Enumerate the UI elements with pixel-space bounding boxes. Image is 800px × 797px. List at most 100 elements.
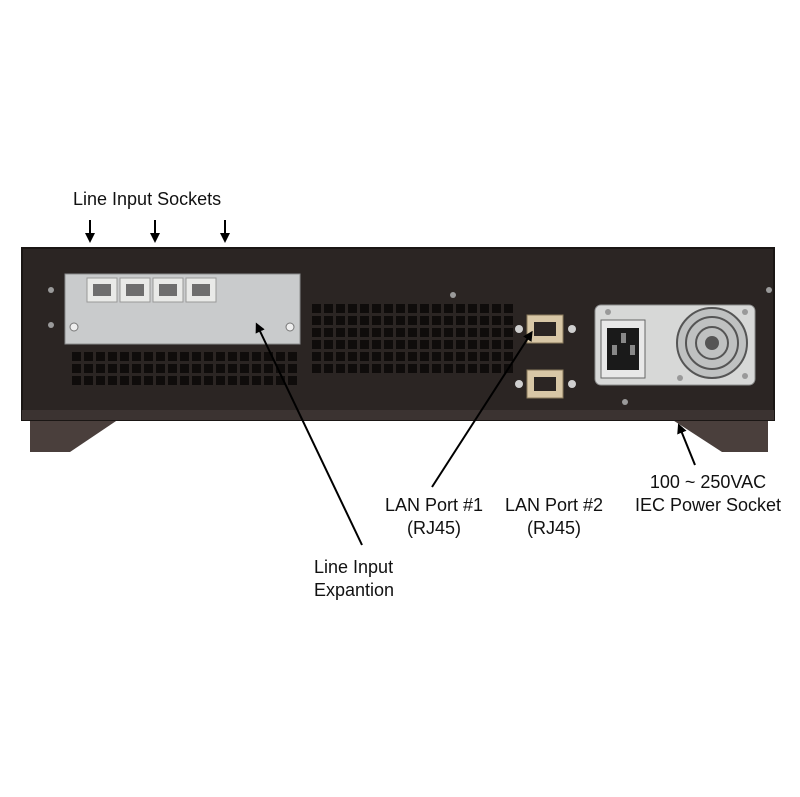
vent-hole <box>204 364 213 373</box>
vent-hole <box>420 304 429 313</box>
vent-hole <box>264 364 273 373</box>
vent-hole <box>84 376 93 385</box>
vent-hole <box>492 340 501 349</box>
chassis-screw <box>622 399 628 405</box>
vent-hole <box>72 364 81 373</box>
lan-port-1[interactable] <box>515 314 576 344</box>
vent-hole <box>144 376 153 385</box>
vent-hole <box>492 316 501 325</box>
vent-hole <box>180 364 189 373</box>
vent-hole <box>444 352 453 361</box>
vent-hole <box>96 376 105 385</box>
label-line-input-expansion-line1: Line Input <box>314 557 394 577</box>
vent-hole <box>168 376 177 385</box>
vent-hole <box>384 316 393 325</box>
line-socket-1[interactable] <box>86 277 118 303</box>
vent-hole <box>468 316 477 325</box>
chassis-screw <box>48 287 54 293</box>
vent-hole <box>288 376 297 385</box>
vent-hole <box>252 376 261 385</box>
vent-hole <box>408 304 417 313</box>
vent-hole <box>192 364 201 373</box>
label-lan-port-1-line2: (RJ45) <box>406 518 461 538</box>
vent-hole <box>432 328 441 337</box>
vent-hole <box>228 352 237 361</box>
line-socket-2-opening <box>126 284 144 296</box>
vent-hole <box>480 304 489 313</box>
ventilation-grid <box>72 304 513 385</box>
vent-hole <box>504 304 513 313</box>
vent-hole <box>480 340 489 349</box>
vent-hole <box>396 364 405 373</box>
vent-hole <box>372 304 381 313</box>
vent-hole <box>480 316 489 325</box>
vent-hole <box>468 340 477 349</box>
vent-hole <box>348 328 357 337</box>
vent-hole <box>396 340 405 349</box>
vent-hole <box>156 364 165 373</box>
vent-hole <box>336 328 345 337</box>
vent-hole <box>408 316 417 325</box>
chassis-screw <box>766 287 772 293</box>
vent-hole <box>96 352 105 361</box>
plate-screw <box>285 322 295 332</box>
vent-hole <box>456 304 465 313</box>
vent-hole <box>156 376 165 385</box>
vent-hole <box>432 316 441 325</box>
vent-hole <box>192 352 201 361</box>
vent-hole <box>336 352 345 361</box>
vent-hole <box>156 352 165 361</box>
vent-hole <box>432 352 441 361</box>
vent-hole <box>348 364 357 373</box>
vent-hole <box>420 316 429 325</box>
vent-hole <box>108 352 117 361</box>
vent-hole <box>180 376 189 385</box>
vent-hole <box>384 364 393 373</box>
vent-hole <box>444 304 453 313</box>
plate-screw <box>69 322 79 332</box>
vent-hole <box>84 352 93 361</box>
vent-hole <box>120 376 129 385</box>
vent-hole <box>312 340 321 349</box>
vent-hole <box>276 352 285 361</box>
vent-hole <box>276 364 285 373</box>
vent-hole <box>348 316 357 325</box>
lan-port-2[interactable] <box>515 369 576 399</box>
vent-hole <box>348 352 357 361</box>
vent-hole <box>204 376 213 385</box>
label-lan-port-1-line1: LAN Port #1 <box>384 495 484 515</box>
vent-hole <box>240 376 249 385</box>
vent-hole <box>204 352 213 361</box>
vent-hole <box>120 364 129 373</box>
line-input-sockets <box>86 277 217 303</box>
vent-hole <box>444 340 453 349</box>
vent-hole <box>240 352 249 361</box>
vent-hole <box>144 364 153 373</box>
vent-hole <box>408 364 417 373</box>
vent-hole <box>336 304 345 313</box>
vent-hole <box>336 340 345 349</box>
line-socket-4-opening <box>192 284 210 296</box>
vent-hole <box>252 352 261 361</box>
vent-hole <box>504 352 513 361</box>
chassis-lip <box>22 410 774 420</box>
vent-hole <box>396 328 405 337</box>
vent-hole <box>468 328 477 337</box>
vent-hole <box>468 352 477 361</box>
vent-hole <box>324 364 333 373</box>
vent-hole <box>360 352 369 361</box>
vent-hole <box>324 352 333 361</box>
vent-hole <box>324 340 333 349</box>
vent-hole <box>360 304 369 313</box>
vent-hole <box>324 304 333 313</box>
right-foot <box>665 415 768 452</box>
vent-hole <box>480 364 489 373</box>
vent-hole <box>396 304 405 313</box>
label-line-input-sockets: Line Input Sockets <box>73 189 222 209</box>
arrow-expansion <box>255 322 363 546</box>
vent-hole <box>216 364 225 373</box>
vent-hole <box>96 364 105 373</box>
vent-hole <box>372 352 381 361</box>
label-line-input-expansion-line2: Expantion <box>314 580 395 600</box>
